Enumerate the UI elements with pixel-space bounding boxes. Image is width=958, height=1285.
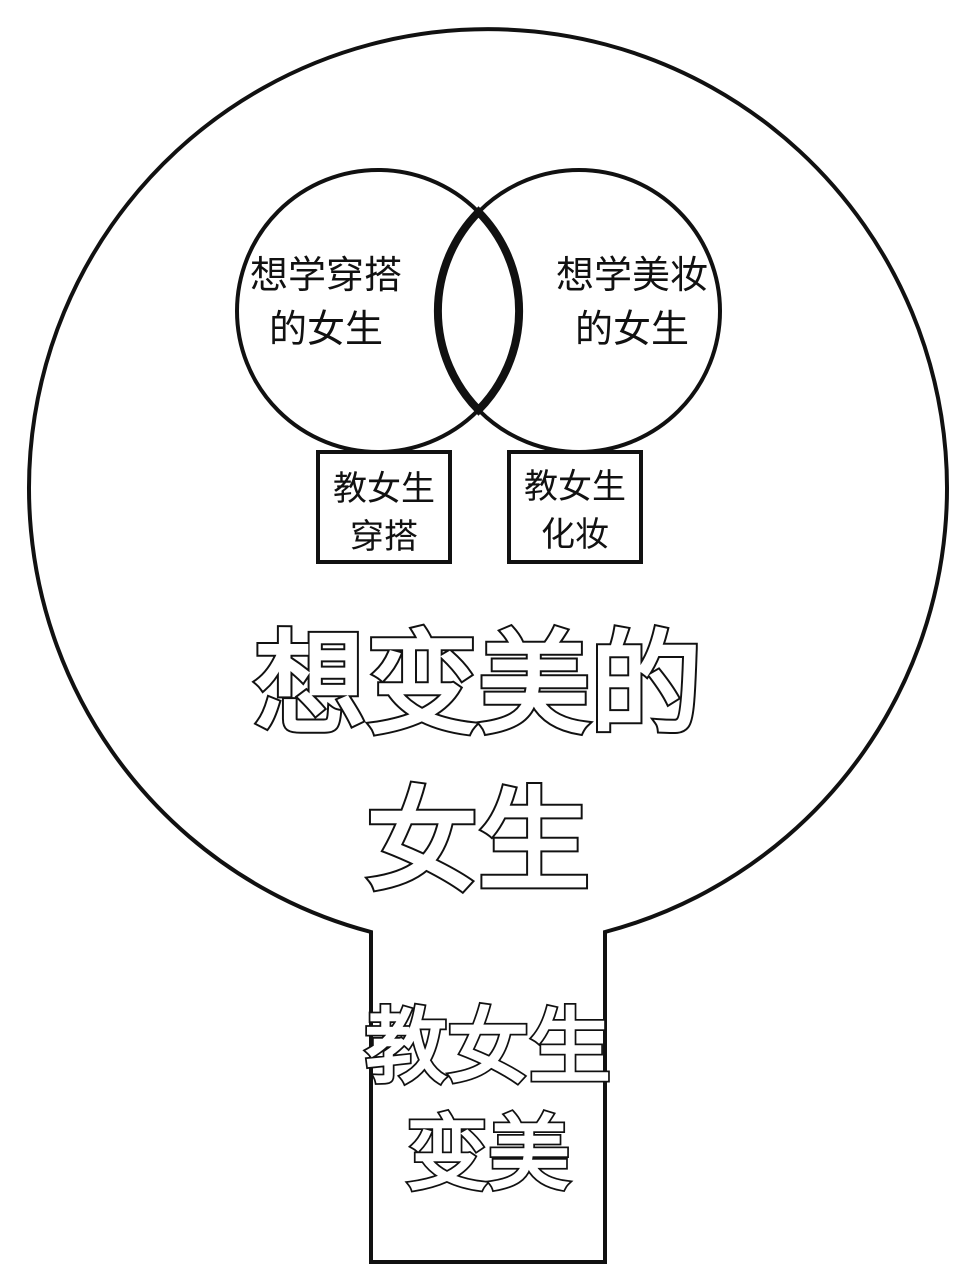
box-right: [507, 450, 643, 564]
box-right-line1: 教女生: [524, 467, 626, 507]
venn-left-label-line2: 的女生: [269, 307, 383, 351]
venn-right-label-line2: 的女生: [575, 307, 689, 351]
center-title-line2: 女生: [366, 777, 590, 907]
handle-text-line2: 变美: [406, 1107, 570, 1202]
venn-intersection: [433, 206, 524, 416]
box-right-line2: 化妆: [541, 515, 609, 555]
center-title-line1: 想变美的: [254, 620, 702, 750]
box-left: [316, 450, 452, 564]
venn-right-label-line1: 想学美妆: [556, 253, 708, 297]
handle-text-line1: 教女生: [365, 1000, 611, 1095]
box-left-line1: 教女生: [333, 469, 435, 509]
box-left-line2: 穿搭: [350, 517, 418, 557]
venn-left-label-line1: 想学穿搭: [250, 253, 402, 297]
